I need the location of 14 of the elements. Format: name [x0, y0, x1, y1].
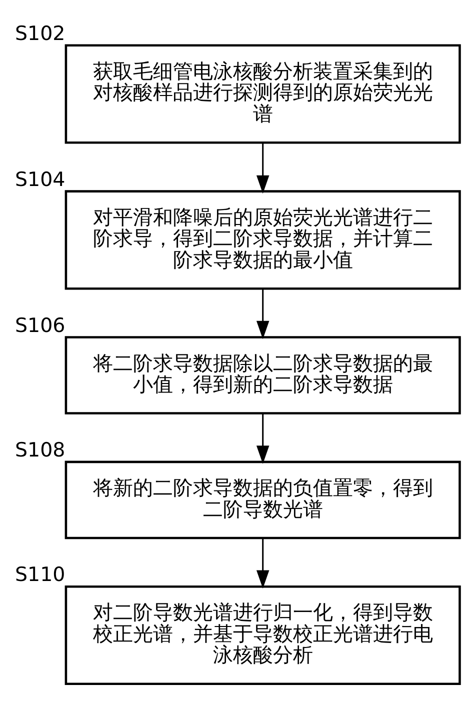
node-label: S108	[14, 438, 66, 462]
node-box: 对二阶导数光谱进行归一化，得到导数校正光谱，并基于导数校正光谱进行电泳核酸分析	[64, 585, 461, 686]
node-box: 将二阶求导数据除以二阶求导数据的最小值，得到新的二阶求导数据	[64, 336, 461, 414]
node-label: S110	[14, 563, 66, 586]
node-box: 对平滑和降噪后的原始荧光光谱进行二阶求导，得到二阶求导数据，并计算二阶求导数据的最小值	[64, 190, 461, 290]
arrow	[256, 538, 270, 588]
node-box: 将新的二阶求导数据的负值置零，得到二阶导数光谱	[64, 460, 461, 540]
node-label: S102	[14, 22, 66, 45]
arrow	[256, 142, 270, 194]
arrow	[256, 413, 270, 464]
node-label: S106	[14, 314, 66, 337]
arrow	[256, 289, 270, 340]
node-label: S104	[14, 168, 66, 191]
node-box: 获取毛细管电泳核酸分析装置采集到的对核酸样品进行探测得到的原始荧光光谱	[64, 44, 461, 144]
